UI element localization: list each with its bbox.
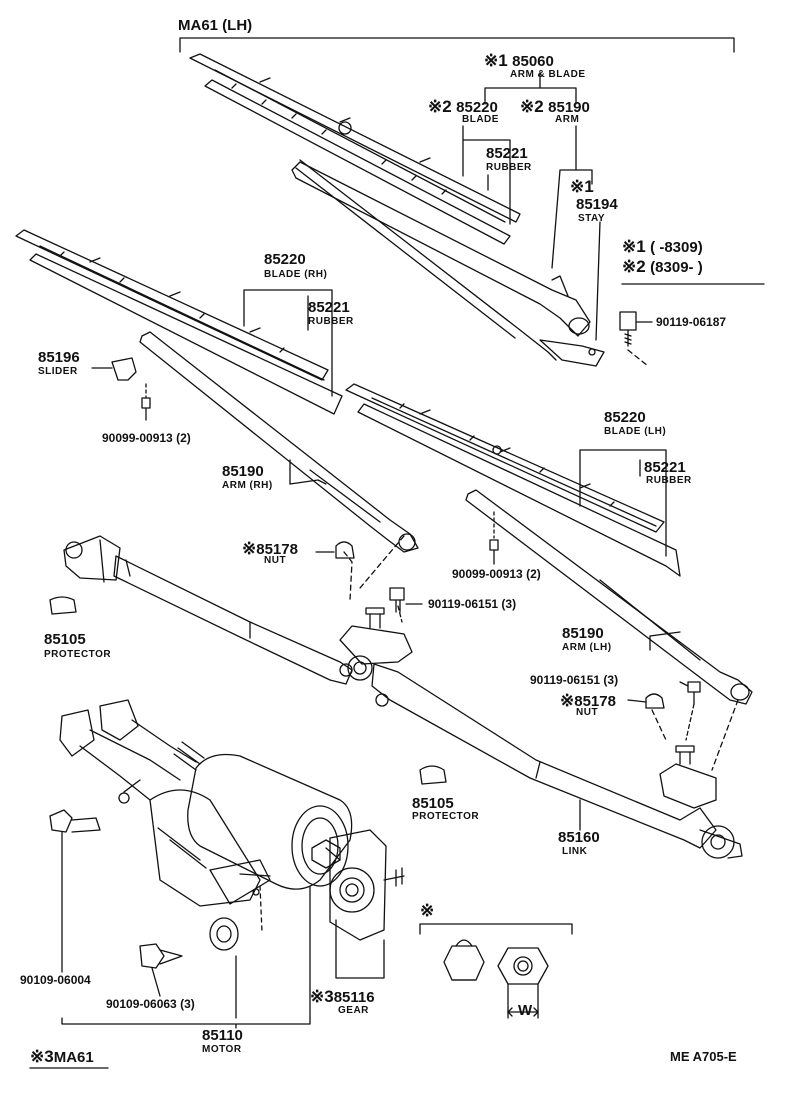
nut-right-leader [627,699,647,703]
blade-rh-number: 85220 [264,251,306,268]
motor-name: MOTOR [202,1044,242,1055]
clip-part [49,809,101,973]
nut-mid [335,541,355,559]
blade-top-label: ※2 85220 [428,97,498,116]
arm-rh-number: 85190 [222,463,264,480]
clip2-part [139,943,183,997]
protector-left-number: 85105 [44,631,86,648]
arm-blade-name: ARM & BLADE [510,69,586,80]
rubber-top-number: 85221 [486,145,528,162]
protector-mid-name: PROTECTOR [412,811,480,822]
arm-blade-label: ※1 85060 [484,51,554,70]
link-number: 85160 [558,829,600,846]
arm-rh-dash [359,535,405,589]
link-name: LINK [562,846,588,857]
blade-rh-bracket [243,289,333,397]
slider-number: 85196 [38,349,80,366]
top-blade [189,53,521,245]
lh-blade [345,383,681,577]
arm-lh-number: 85190 [562,625,604,642]
stay-leader [575,169,593,185]
rubber-lh-number: 85221 [644,459,686,476]
bolt-mid-number: 90119-06151 (3) [428,597,517,611]
nut-mid-label: ※85178 [242,539,298,558]
arm-top-name: ARM [555,114,580,125]
top-bolt [619,311,653,367]
nut-mid-name: NUT [264,555,287,566]
nut-right-label: ※85178 [560,691,616,710]
protector-mid-number: 85105 [412,795,454,812]
gear-part [329,829,405,941]
clip-number: 90109-06004 [20,973,91,987]
blade-lh-bracket [579,449,667,557]
nut-right-name: NUT [576,707,599,718]
stay-mark: ※1 [570,177,594,196]
legend-line-1: ※1 ( -8309) [622,237,703,256]
arm-lh-dash [711,699,739,771]
bolt-right-number: 90119-06151 (3) [530,673,619,687]
nut-detail-box [419,923,573,1019]
protector-left-name: PROTECTOR [44,649,112,660]
blade-lh-name: BLADE (LH) [604,426,667,437]
nut-box-mark: ※ [420,901,435,920]
rubber-lh-name: RUBBER [646,475,692,486]
nut-right [645,693,665,709]
arm-top-label: ※2 85190 [520,97,590,116]
screw-lh-number: 90099-00913 (2) [452,567,541,581]
arm-rh-name: ARM (RH) [222,480,273,491]
bolt-right-leader [679,681,689,687]
rubber-rh-name: RUBBER [308,316,354,327]
gear-bracket [335,939,385,979]
arm-top-leader [551,125,577,269]
link-rod [63,535,743,859]
motor-harness [59,699,205,804]
bolt-mid [389,587,405,613]
nut-right-dash [651,709,667,741]
slider-name: SLIDER [38,366,78,377]
stay-leader-2 [595,221,601,341]
top-arm [291,159,605,367]
lh-screw [489,511,499,565]
clip2-number: 90109-06063 (3) [106,997,195,1011]
bolt-mid-dash [397,605,403,623]
diagram-code: ME A705-E [670,1049,737,1064]
bolt-right-dash [685,703,695,741]
rh-screw [141,383,151,421]
protector-mid-part [419,765,447,785]
screw-rh-number: 90099-00913 (2) [102,431,191,445]
legend-line-2: ※2 (8309- ) [622,257,703,276]
slider-part [91,357,137,381]
bolt-right [687,681,701,705]
rubber-rh-number: 85221 [308,299,350,316]
nut-width-label: W [518,1002,533,1019]
footer-note: ※3MA61 [30,1047,94,1066]
blade-top-name: BLADE [462,114,499,125]
nut-mid-dash [343,551,353,601]
rh-blade [15,229,343,415]
stay-number: 85194 [576,196,618,213]
arm-lh-name: ARM (LH) [562,642,612,653]
motor-bracket [61,955,311,1029]
lh-arm [465,489,753,705]
protector-left-part [49,596,77,615]
rubber-top-name: RUBBER [486,162,532,173]
title-bracket [179,37,735,53]
gear-name: GEAR [338,1005,369,1016]
blade-lh-number: 85220 [604,409,646,426]
blade-rh-name: BLADE (RH) [264,269,328,280]
stay-name: STAY [578,213,606,224]
blade-top-bracket [462,125,511,225]
bolt-top-number: 90119-06187 [656,315,727,329]
motor-part [149,753,353,951]
arm-blade-bracket [484,73,577,105]
diagram-title: MA61 (LH) [178,17,253,34]
motor-number: 85110 [202,1027,243,1044]
gear-label: ※385116 [310,987,375,1006]
rh-arm [139,331,419,553]
